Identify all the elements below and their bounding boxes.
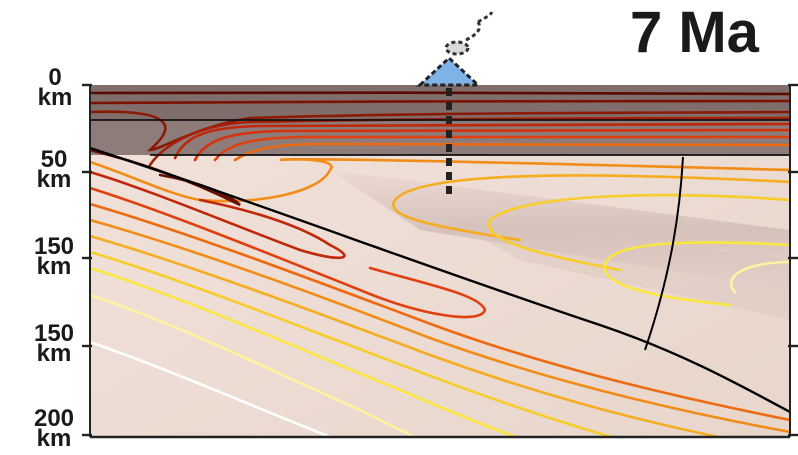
isotherm-21 xyxy=(487,193,790,272)
depth-value-0: 0 xyxy=(48,64,62,91)
isotherm-16 xyxy=(90,250,617,437)
isotherm-7 xyxy=(213,135,790,162)
depth-value-1: 50 xyxy=(40,146,68,173)
depth-label-1: 50 km xyxy=(14,146,94,193)
isotherm-8 xyxy=(233,142,790,162)
depth-value-3: 150 xyxy=(33,320,75,347)
isotherm-17 xyxy=(90,266,520,437)
isotherm-14 xyxy=(90,218,790,434)
depth-unit-4: km xyxy=(36,425,72,452)
isotherm-5 xyxy=(173,122,790,160)
depth-unit-0: km xyxy=(37,84,73,111)
depth-value-2: 150 xyxy=(33,233,75,260)
depth-value-4: 200 xyxy=(33,405,75,432)
isotherm-15 xyxy=(90,234,726,437)
depth-unit-1: km xyxy=(36,166,72,193)
volcano-icon xyxy=(416,55,482,87)
wedge-shading xyxy=(330,170,790,290)
depth-unit-2: km xyxy=(36,253,72,280)
depth-label-0: 0 km xyxy=(15,64,95,111)
isotherm-11 xyxy=(90,170,346,260)
isotherm-12 xyxy=(90,186,487,319)
isotherm-19 xyxy=(90,340,332,437)
isotherm-22 xyxy=(603,241,790,307)
depth-unit-3: km xyxy=(36,340,72,367)
isotherm-23 xyxy=(729,260,790,294)
ash-plume-icon xyxy=(444,11,494,56)
isotherm-20 xyxy=(392,174,790,242)
decoupling-line xyxy=(644,156,684,351)
isotherm-13 xyxy=(90,202,790,422)
depth-label-3: 150 km xyxy=(14,320,94,367)
depth-label-4: 200 km xyxy=(14,405,94,452)
page-title: 7 Ma xyxy=(630,0,759,65)
isotherm-18 xyxy=(90,293,418,437)
isotherm-9 xyxy=(90,158,790,203)
isotherm-1 xyxy=(90,91,790,96)
isotherm-6 xyxy=(193,128,790,162)
slab-surface-line xyxy=(90,146,790,414)
depth-label-2: 150 km xyxy=(14,233,94,280)
isotherm-2 xyxy=(90,99,790,105)
